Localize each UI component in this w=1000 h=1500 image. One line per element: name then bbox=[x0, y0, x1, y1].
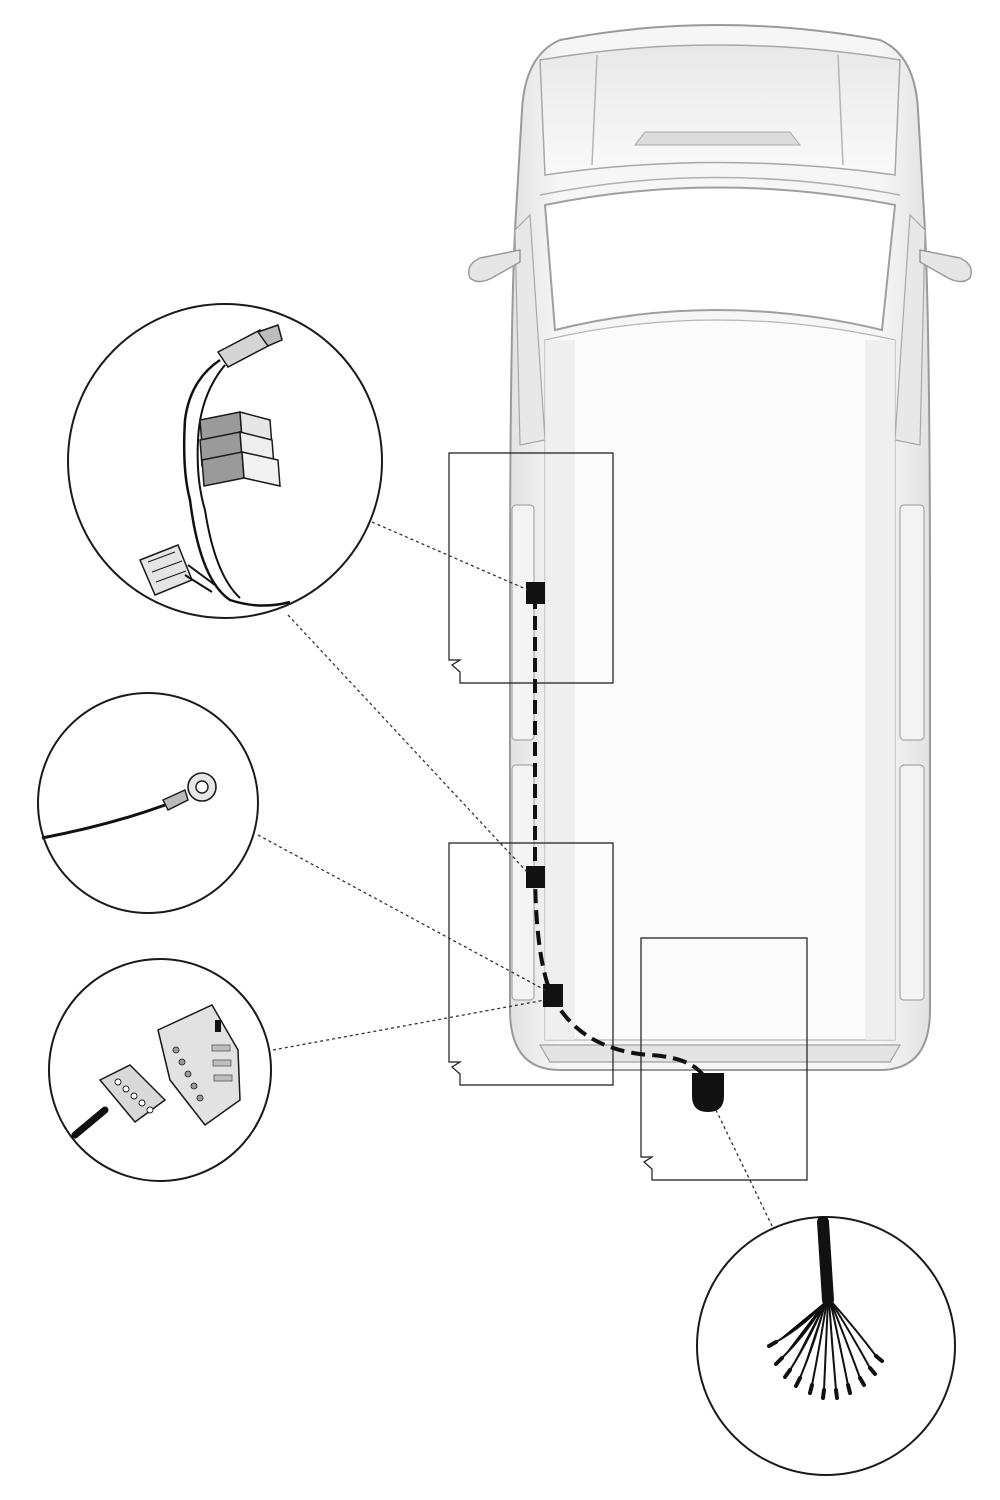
vehicle-roof bbox=[544, 319, 896, 1041]
connector-node-lower bbox=[543, 984, 563, 1007]
leader-connectors-2 bbox=[287, 614, 529, 874]
panel-lower-left bbox=[448, 842, 614, 1086]
vehicle-windscreen bbox=[543, 186, 897, 332]
leader-lines bbox=[257, 521, 774, 1229]
mounting-panels bbox=[448, 452, 808, 1181]
callout-ground-terminal bbox=[37, 692, 259, 914]
connector-node-upper bbox=[526, 582, 545, 604]
panel-upper-left bbox=[448, 452, 614, 684]
multi-pin-connector-icon bbox=[71, 1004, 241, 1139]
cable-route bbox=[526, 582, 724, 1112]
callout-plug-connectors bbox=[67, 303, 383, 619]
callout-loose-wires bbox=[696, 1216, 956, 1476]
rear-bumper bbox=[538, 1044, 902, 1063]
leader-ring-terminal bbox=[257, 834, 546, 991]
panel-rear-center bbox=[640, 937, 808, 1181]
socket-node-rear bbox=[692, 1073, 724, 1112]
vehicle-top-view bbox=[468, 24, 972, 1071]
loose-wire-bundle-icon bbox=[767, 1216, 884, 1400]
leader-multipin bbox=[272, 999, 546, 1051]
right-mirror bbox=[919, 249, 972, 283]
connector-node-middle bbox=[526, 866, 545, 888]
leader-connectors bbox=[371, 521, 529, 591]
leader-loose-wires bbox=[715, 1109, 774, 1229]
left-mirror bbox=[468, 249, 521, 283]
ring-terminal-icon bbox=[41, 772, 217, 840]
relay-connector-cluster-icon bbox=[139, 324, 291, 607]
vehicle-hood bbox=[539, 44, 901, 176]
main-cable-dashed bbox=[533, 595, 710, 1086]
callout-multipin-connector bbox=[48, 958, 272, 1182]
